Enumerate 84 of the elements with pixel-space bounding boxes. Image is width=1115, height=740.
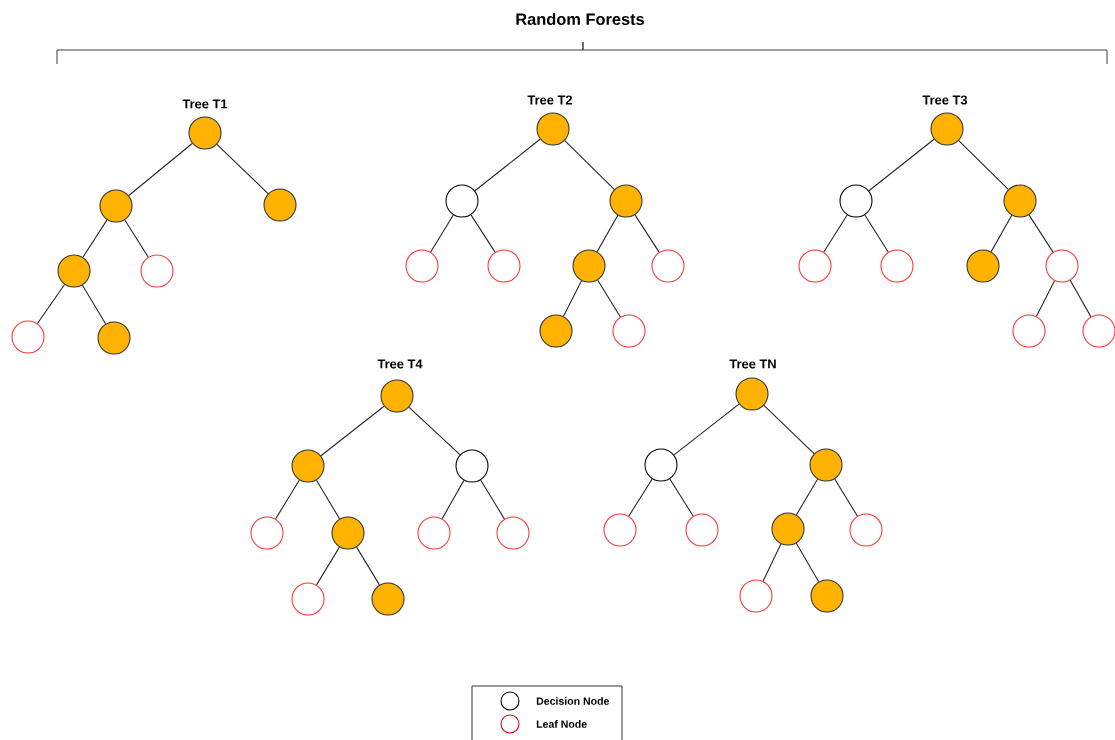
tree-edge (763, 404, 815, 455)
tree-node (839, 184, 873, 218)
tree-node (798, 249, 832, 283)
tree-node (496, 516, 530, 550)
tree-node (810, 579, 844, 613)
tree-edge (124, 219, 149, 258)
tree-edge (834, 478, 858, 517)
tree-node (1045, 249, 1079, 283)
tree-node (1012, 314, 1046, 348)
tree-edge (1028, 214, 1054, 253)
tree-edge (795, 478, 819, 516)
tree-edge (356, 546, 380, 586)
tree-node (966, 249, 1000, 283)
tree-edge (958, 140, 1009, 190)
tree-edge (1035, 280, 1056, 317)
tree-node (99, 189, 133, 223)
tree-edge (868, 138, 935, 192)
tree-node (536, 112, 570, 146)
tree-node (735, 377, 769, 411)
tree-edge (762, 543, 782, 582)
tree-node (250, 516, 284, 550)
tree-node (644, 448, 678, 482)
tree-edge (470, 214, 496, 253)
tree-edge (990, 214, 1013, 253)
tree-node (263, 188, 297, 222)
tree-edge (315, 479, 341, 520)
tree-node (291, 582, 325, 616)
tree-node (603, 513, 637, 547)
tree-node (487, 249, 521, 283)
tree-edge (562, 280, 583, 317)
tree-edge (36, 284, 66, 324)
tree-node (57, 254, 91, 288)
tree-edge (628, 478, 653, 517)
tree-node (651, 249, 685, 283)
tree-edge (408, 406, 461, 456)
tree-node (849, 513, 883, 547)
title: Random Forests (516, 12, 644, 26)
tree-node (809, 448, 843, 482)
tree-edge (564, 140, 615, 190)
tree-edge (474, 138, 541, 192)
tree-edge (1069, 279, 1092, 318)
tree-node (97, 321, 131, 355)
tree-edge (81, 284, 107, 325)
tree-node (572, 249, 606, 283)
tree-node (11, 320, 45, 354)
tree-edge (795, 542, 820, 583)
tree-node (405, 249, 439, 283)
tree-node (380, 379, 414, 413)
tree-edge (669, 478, 694, 517)
tree-edge (316, 546, 340, 586)
tree-edge (597, 279, 621, 318)
tree-edge (320, 405, 385, 457)
tree-node (930, 112, 964, 146)
tree-node (291, 449, 325, 483)
tree-edge (216, 143, 269, 195)
tree-node (371, 582, 405, 616)
tree-node (417, 516, 451, 550)
tree-edge (275, 479, 300, 520)
tree-edge (823, 214, 848, 253)
tree-node (771, 512, 805, 546)
tree-node (1003, 184, 1037, 218)
tree-edge (596, 214, 619, 253)
legend-text: Decision Node (536, 697, 609, 705)
tree-node (739, 579, 773, 613)
tree-node (445, 184, 479, 218)
tree-node (685, 513, 719, 547)
legend-text: Leaf Node (536, 720, 587, 728)
tree-node (331, 516, 365, 550)
tree-node (539, 314, 573, 348)
tree-node (140, 254, 174, 288)
tree-node (188, 116, 222, 150)
tree-node (612, 314, 646, 348)
tree-node (880, 249, 914, 283)
tree-edge (673, 403, 740, 456)
tree-edge (430, 214, 454, 253)
tree-node (455, 449, 489, 483)
tree-edge (634, 214, 660, 253)
tree-node (609, 184, 643, 218)
tree-edge (864, 214, 889, 253)
tree-node (1082, 314, 1115, 348)
tree-edge (441, 479, 465, 520)
tree-edge (480, 479, 505, 520)
tree-edge (128, 142, 193, 197)
tree-edge (82, 219, 108, 258)
